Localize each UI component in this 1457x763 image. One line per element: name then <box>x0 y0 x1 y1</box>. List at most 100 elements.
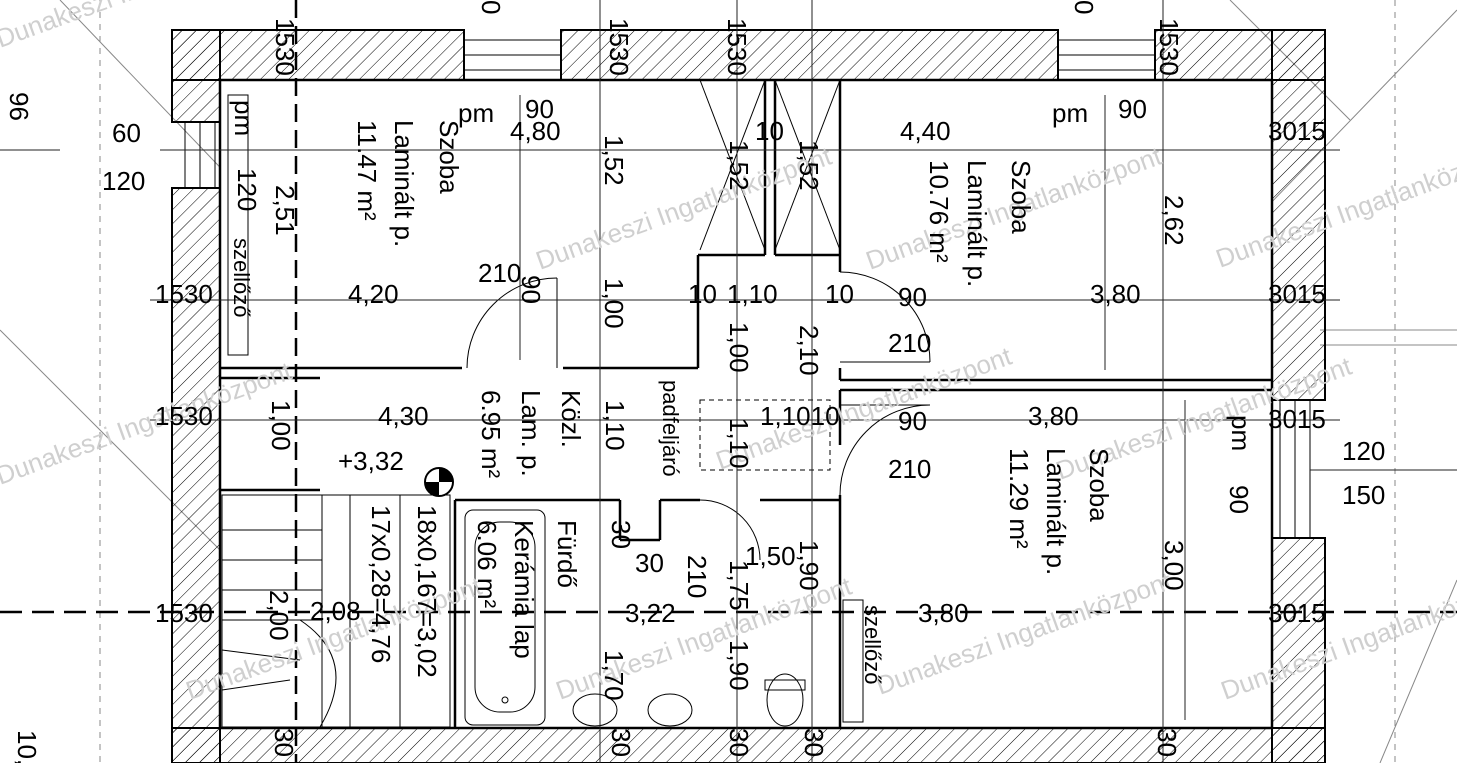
dim-3015-a: 3015 <box>1268 116 1326 146</box>
vent-label-bath: szellőző <box>860 605 885 684</box>
dim-3015-c: 3015 <box>1268 404 1326 434</box>
dim-v-110b: 1,10 <box>600 400 630 451</box>
dim-ne-90: 90 <box>1118 94 1147 124</box>
room-se-name: Szoba <box>1084 448 1114 522</box>
dim-30-bottom-2: 30 <box>606 728 636 757</box>
dim-210-b: 210 <box>888 328 931 358</box>
dim-v-152a: 1,52 <box>599 135 629 186</box>
dim-3015-d: 3015 <box>1268 598 1326 628</box>
dim-1530-c: 1530 <box>155 401 213 431</box>
dim-150: 1,50 <box>745 541 796 571</box>
room-nw: Szoba Laminált p. 11.47 m² <box>352 120 464 247</box>
dim-1530-b: 1530 <box>155 279 213 309</box>
dim-380-a: 3,80 <box>1090 279 1141 309</box>
dim-110-a: 1,10 <box>727 279 778 309</box>
dim-380-c: 3,80 <box>918 598 969 628</box>
dim-left-60: 60 <box>112 118 141 148</box>
room-se-area: 11.29 m² <box>1004 448 1034 549</box>
dim-30-a: 30 <box>635 548 664 578</box>
dim-v-190a: 1,90 <box>794 540 824 591</box>
dim-v-190b: 1,90 <box>724 640 754 691</box>
room-nw-floor: Laminált p. <box>389 120 419 247</box>
misc-labels: szellőző szellőző padfeljáró +3,32 18x0,… <box>229 98 1256 684</box>
dim-210-d: 210 <box>888 454 931 484</box>
dim-top-1: 1530 <box>270 18 300 76</box>
bath-name: Fürdő <box>552 520 582 588</box>
dimension-texts: 1530 1530 1530 1530 0 0 96 60 120 120 15… <box>4 0 1385 763</box>
attic-hatch <box>699 79 841 471</box>
dim-10-bottom-left: 10, <box>12 730 42 763</box>
room-nw-area: 11.47 m² <box>352 120 382 221</box>
room-se: Szoba Laminált p. 11.29 m² <box>1004 448 1114 575</box>
dim-90-c: 90 <box>898 282 927 312</box>
level-label: +3,32 <box>338 446 404 476</box>
dim-v-152b: 1,52 <box>724 140 754 191</box>
pm-label-east: pm <box>1226 415 1256 451</box>
room-ne-floor: Laminált p. <box>962 160 992 287</box>
dim-v-175: 1,75 <box>724 560 754 611</box>
stair-run-label: 17x0,28=4,76 <box>366 505 396 663</box>
bath-area: 6.06 m² <box>472 520 502 608</box>
dim-v-100c: 1,00 <box>266 400 296 451</box>
dim-left-120: 120 <box>102 166 145 196</box>
dim-v-170: 1,70 <box>599 650 629 701</box>
dim-ne-440: 4,40 <box>900 116 951 146</box>
hall-name: Közl. <box>556 390 586 448</box>
dim-v-30b: 30 <box>606 520 636 549</box>
bath-fixtures <box>227 94 864 727</box>
dim-1530-d: 1530 <box>155 598 213 628</box>
dim-30-bottom-1: 30 <box>269 728 299 757</box>
dim-v-262: 2,62 <box>1159 195 1189 246</box>
bath-floor: Kerámia lap <box>509 520 539 659</box>
dim-v-90: 90 <box>516 275 546 304</box>
dim-v-90e: 90 <box>1224 485 1254 514</box>
dim-210-a: 210 <box>478 258 521 288</box>
vent-label-west: szellőző <box>229 238 254 317</box>
pm-label-nw: pm <box>458 98 494 128</box>
dim-322: 3,22 <box>625 598 676 628</box>
dim-10-c: 10 <box>825 279 854 309</box>
dim-v-152c: 1,52 <box>794 140 824 191</box>
dim-10-a: 10 <box>755 116 784 146</box>
dim-nw-480: 4,80 <box>510 116 561 146</box>
dim-v-300: 3,00 <box>1159 540 1189 591</box>
dim-left-96: 96 <box>4 92 34 121</box>
dim-30-bottom-5: 30 <box>1152 728 1182 757</box>
interior-walls <box>218 78 1274 730</box>
dim-v-200: 2,00 <box>264 590 294 641</box>
room-ne: Szoba Laminált p. 10.76 m² <box>924 160 1036 287</box>
room-se-floor: Laminált p. <box>1041 448 1071 575</box>
dim-90-d: 90 <box>898 406 927 436</box>
dim-3015-b: 3015 <box>1268 279 1326 309</box>
dim-30-bottom-3: 30 <box>724 728 754 757</box>
attic-label: padfeljáró <box>658 380 683 477</box>
level-marker <box>424 467 454 497</box>
dim-v-251: 2,51 <box>270 185 300 236</box>
dim-v-120: 120 <box>232 168 262 211</box>
outer-walls <box>171 29 1326 763</box>
hall-area: 6.95 m² <box>476 390 506 478</box>
dim-1010: 1,1010 <box>760 401 840 431</box>
dim-30-bottom-4: 30 <box>799 728 829 757</box>
dim-v-100b: 1,00 <box>724 322 754 373</box>
dim-top-2: 1530 <box>604 18 634 76</box>
pm-label-west: pm <box>229 100 259 136</box>
room-ne-name: Szoba <box>1006 160 1036 234</box>
dim-420: 4,20 <box>348 279 399 309</box>
stair-rise-label: 18x0,167=3,02 <box>412 505 442 678</box>
hall: Közl. Lam. p. 6.95 m² <box>476 390 586 478</box>
windows <box>184 39 1311 539</box>
room-ne-area: 10.76 m² <box>924 160 954 263</box>
dim-top-4: 1530 <box>1154 18 1184 76</box>
pm-label-ne: pm <box>1052 98 1088 128</box>
dim-10-b: 10 <box>688 279 717 309</box>
dim-v-210c: 2,10 <box>794 325 824 376</box>
dim-380-b: 3,80 <box>1028 401 1079 431</box>
dim-top-0a: 0 <box>476 0 506 14</box>
dim-top-3: 1530 <box>722 18 752 76</box>
dim-430: 4,30 <box>378 401 429 431</box>
room-nw-name: Szoba <box>434 120 464 194</box>
bathroom: Fürdő Kerámia lap 6.06 m² <box>472 520 582 659</box>
